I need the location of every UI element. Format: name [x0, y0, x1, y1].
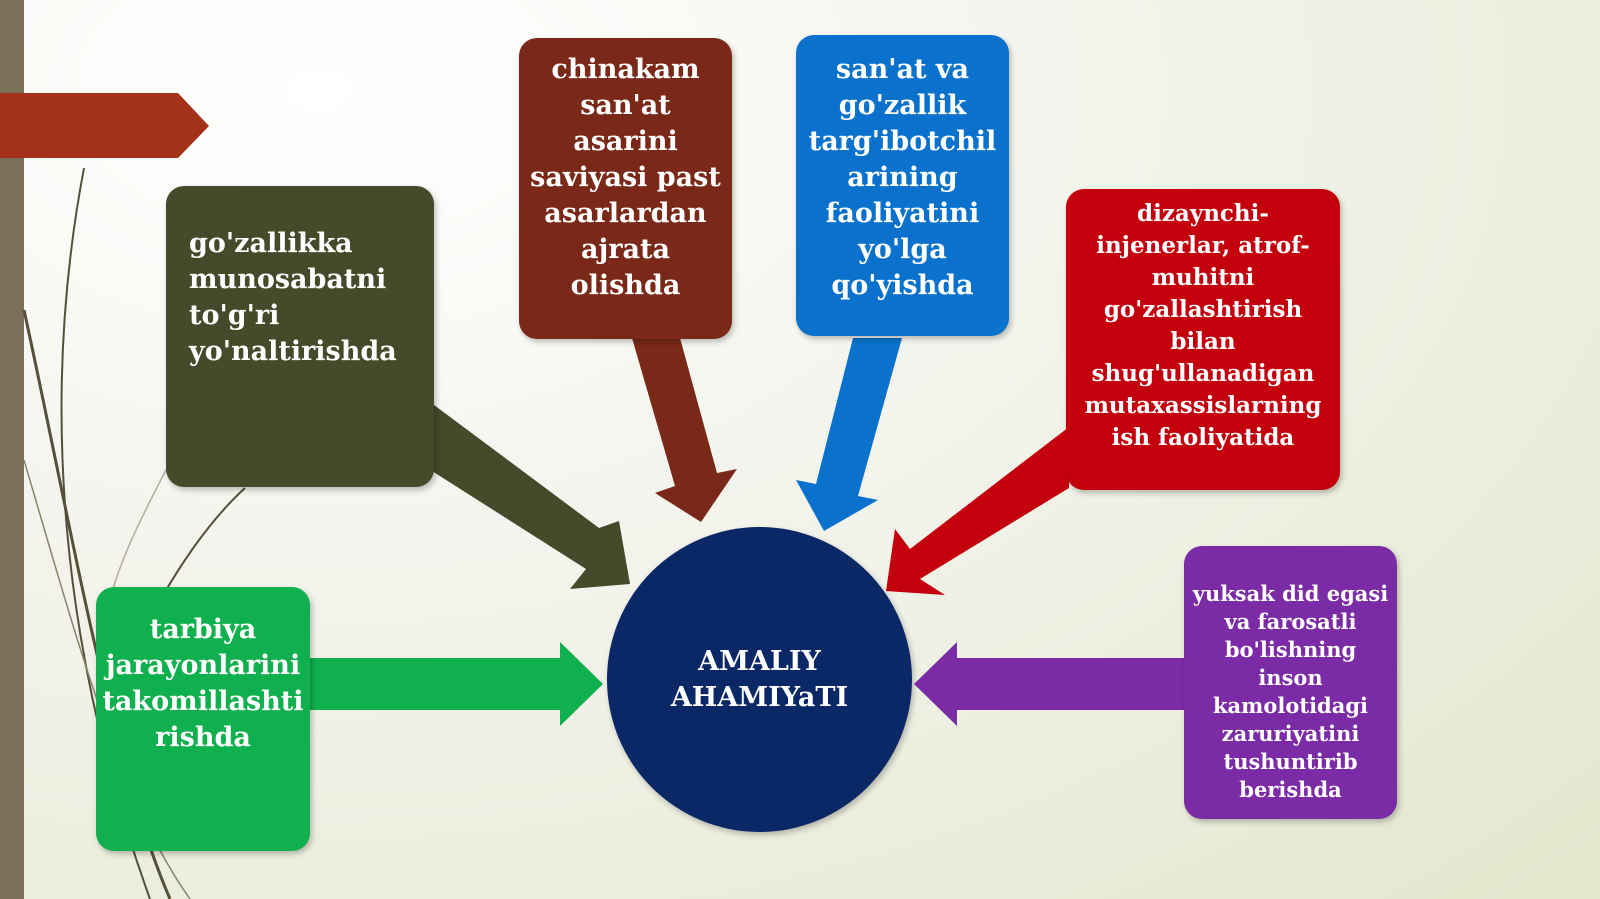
center-title-line: AHAMIYaTI — [670, 681, 849, 713]
box-text-line: yuksak did egasi — [1192, 581, 1389, 606]
box-text-line: berishda — [1239, 777, 1342, 802]
box-text-line: ajrata — [581, 234, 670, 265]
box-brown-goal: chinakam san'at asarini saviyasi past as… — [519, 38, 732, 339]
box-text-line: to'g'ri — [189, 300, 280, 331]
box-text-line: rishda — [155, 722, 251, 753]
box-purple-goal: yuksak did egasi va farosatli bo'lishnin… — [1184, 546, 1397, 819]
box-text-line: faoliyatini — [825, 198, 980, 229]
box-text-line: go'zallikka — [189, 228, 353, 259]
box-text-line: asarini — [573, 126, 678, 157]
box-text-line: zaruriyatini — [1221, 721, 1360, 746]
box-text-line: injenerlar, atrof- — [1096, 232, 1310, 259]
arrow-brown — [632, 338, 737, 522]
box-purple-text: yuksak did egasi va farosatli bo'lishnin… — [1190, 580, 1391, 819]
center-title: AMALIY AHAMIYaTI — [671, 644, 848, 716]
box-text-line: shug'ullanadigan — [1091, 360, 1315, 387]
box-green-goal: tarbiya jarayonlarini takomillashti rish… — [96, 587, 310, 851]
red-tag-shape — [0, 93, 209, 158]
box-text-line: tushuntirib — [1223, 749, 1358, 774]
box-text-line: targ'ibotchil — [808, 126, 997, 157]
arrow-purple — [914, 642, 1186, 726]
box-text-line: qo'yishda — [831, 270, 974, 301]
box-text-line: kamolotidagi — [1213, 693, 1368, 718]
box-text-line: mutaxassislarning — [1084, 392, 1322, 419]
box-text-line: takomillashti — [102, 686, 304, 717]
decorative-curve — [109, 469, 167, 601]
box-text-line: bo'lishning inson — [1224, 637, 1357, 690]
box-text-line: san'at — [580, 90, 671, 121]
box-text-line: muhitni — [1151, 264, 1255, 291]
arrow-green — [309, 642, 603, 726]
box-text-line: olishda — [570, 270, 681, 301]
arrow-red — [886, 427, 1069, 595]
box-text-line: go'zallik — [838, 90, 967, 121]
box-text-line: tarbiya — [149, 614, 257, 645]
box-olive-text: go'zallikka munosabatni to'g'ri yo'nalti… — [189, 226, 397, 487]
box-text-line: yo'lga — [858, 234, 947, 265]
box-green-text: tarbiya jarayonlarini takomillashti rish… — [102, 612, 303, 851]
box-red-text: dizaynchi- injenerlar, atrof- muhitni go… — [1085, 198, 1322, 490]
center-circle: AMALIY AHAMIYaTI — [607, 527, 912, 832]
box-blue-text: san'at va go'zallik targ'ibotchil arinin… — [809, 52, 997, 336]
arrow-blue — [796, 338, 902, 531]
box-red-goal: dizaynchi- injenerlar, atrof- muhitni go… — [1066, 189, 1340, 490]
box-text-line: saviyasi past — [530, 162, 721, 193]
box-text-line: arining — [847, 162, 958, 193]
box-text-line: munosabatni — [189, 264, 387, 295]
box-blue-goal: san'at va go'zallik targ'ibotchil arinin… — [796, 35, 1009, 336]
box-text-line: va farosatli — [1224, 609, 1357, 634]
arrow-olive — [430, 402, 630, 589]
box-brown-text: chinakam san'at asarini saviyasi past as… — [530, 52, 721, 339]
box-text-line: chinakam — [551, 54, 700, 85]
box-text-line: dizaynchi- — [1137, 200, 1269, 227]
box-text-line: asarlardan — [544, 198, 707, 229]
box-text-line: jarayonlarini — [105, 650, 301, 681]
box-olive-goal: go'zallikka munosabatni to'g'ri yo'nalti… — [166, 186, 434, 487]
box-text-line: go'zallashtirish — [1103, 296, 1303, 323]
box-text-line: yo'naltirishda — [189, 336, 397, 367]
box-text-line: ish faoliyatida — [1111, 424, 1295, 451]
box-text-line: san'at va — [835, 54, 970, 85]
box-text-line: bilan — [1170, 328, 1236, 355]
center-title-line: AMALIY — [698, 645, 821, 677]
